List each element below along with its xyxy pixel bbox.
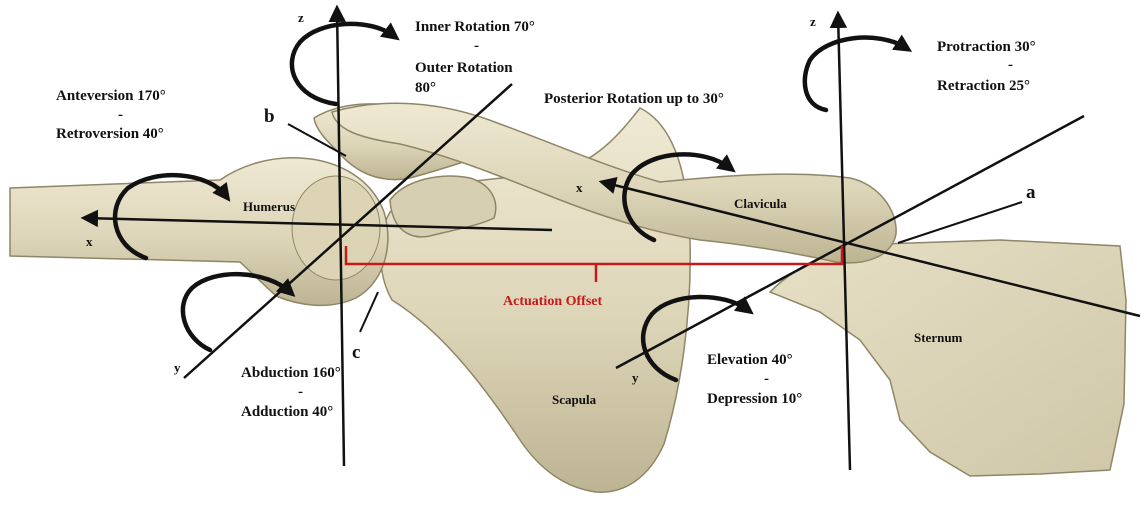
abduction-separator: - — [298, 384, 303, 400]
adduction-label: Adduction 40° — [241, 404, 333, 420]
shoulder-z-label: z — [298, 10, 304, 25]
inner-rotation-label: Inner Rotation 70° — [415, 19, 535, 35]
depression-label: Depression 10° — [707, 391, 802, 407]
inner-outer-rotation-arrow — [292, 24, 394, 104]
scapula-label: Scapula — [552, 392, 597, 407]
retraction-label: Retraction 25° — [937, 78, 1030, 94]
anteversion-separator: - — [118, 107, 123, 123]
sternal-z-label: z — [810, 14, 816, 29]
retroversion-label: Retroversion 40° — [56, 126, 164, 142]
anteversion-label: Anteversion 170° — [56, 88, 166, 104]
shoulder-x-label: x — [86, 234, 93, 249]
point-c-label: c — [352, 342, 360, 363]
outer-rotation-value: 80° — [415, 80, 436, 96]
elevation-separator: - — [764, 371, 769, 387]
protraction-label: Protraction 30° — [937, 39, 1036, 55]
pointer-c-line — [360, 292, 378, 332]
protraction-separator: - — [1008, 57, 1013, 73]
clavicula-label: Clavicula — [734, 196, 787, 211]
pointer-a-line — [898, 202, 1022, 243]
sternal-y-label: y — [632, 370, 639, 385]
sternum-bone — [770, 240, 1126, 476]
inner-rotation-separator: - — [474, 38, 479, 54]
elevation-label: Elevation 40° — [707, 352, 793, 368]
actuation-offset-label: Actuation Offset — [503, 294, 602, 309]
point-a-label: a — [1026, 182, 1036, 203]
abduction-label: Abduction 160° — [241, 365, 341, 381]
sternum-label: Sternum — [914, 330, 963, 345]
shoulder-y-label: y — [174, 360, 181, 375]
point-b-label: b — [264, 106, 275, 127]
clavicle-x-label: x — [576, 180, 583, 195]
outer-rotation-label: Outer Rotation — [415, 60, 513, 76]
posterior-rotation-label: Posterior Rotation up to 30° — [544, 91, 724, 107]
protraction-retraction-arrow — [805, 38, 906, 110]
humerus-label: Humerus — [243, 199, 295, 214]
